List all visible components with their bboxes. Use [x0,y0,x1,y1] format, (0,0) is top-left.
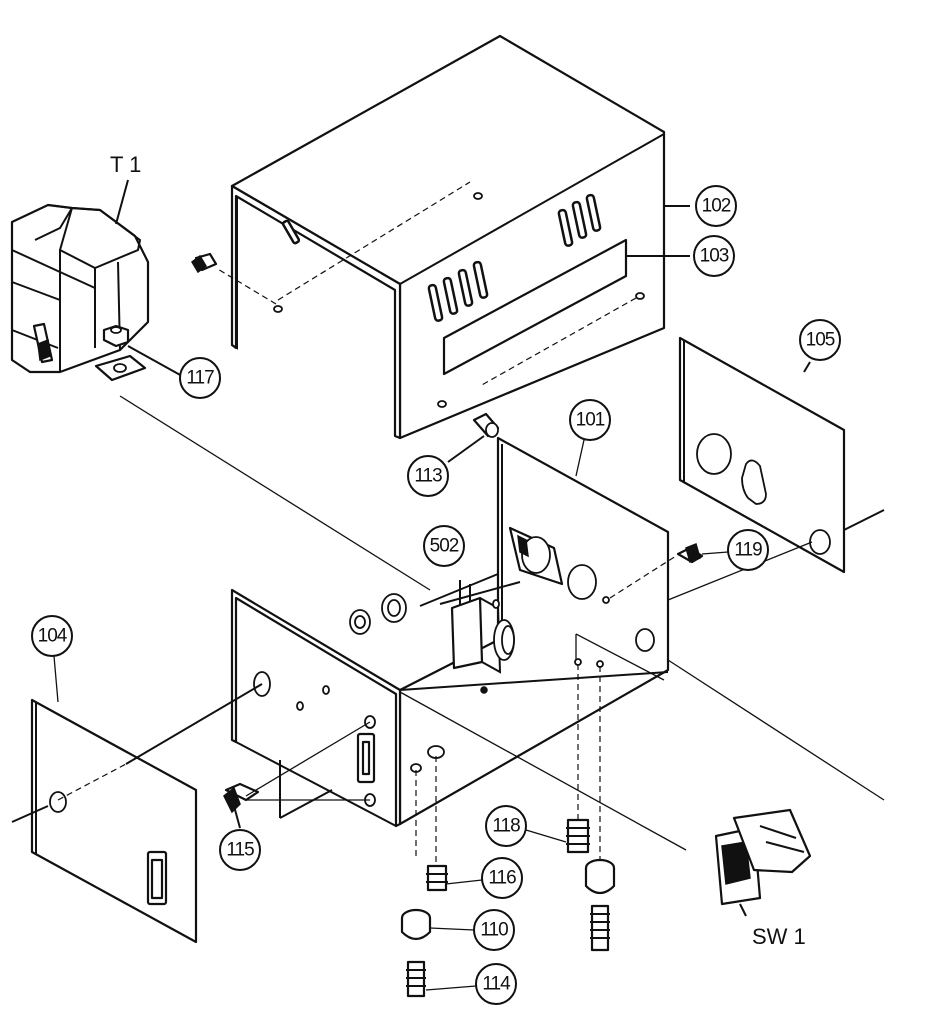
svg-text:118: 118 [492,816,520,837]
svg-text:101: 101 [576,410,605,431]
svg-text:113: 113 [414,466,442,487]
callout-103: 103 [693,235,735,277]
svg-text:103: 103 [700,246,729,267]
foot-left [400,756,448,998]
callout-115: 115 [219,829,261,871]
callout-104: 104 [31,615,73,703]
svg-text:110: 110 [480,920,508,941]
callout-502: 502 [423,525,465,567]
rocker-switch-sw1 [714,808,812,917]
screw-115 [223,721,371,829]
leader-switch [399,691,687,851]
callout-102: 102 [695,185,737,227]
svg-text:114: 114 [482,974,511,995]
leader-chassis-right [667,659,885,801]
switch-502 [450,580,515,694]
callout-118: 118 [485,805,567,847]
grommets [349,593,407,635]
chassis-101 [230,436,670,828]
label-switch-sw1: SW 1 [752,924,806,949]
callout-116: 116 [445,857,523,899]
callout-119: 119 [701,529,769,571]
svg-text:115: 115 [226,840,254,861]
leader-t1 [115,179,129,225]
callout-117: 117 [179,357,221,399]
svg-text:502: 502 [430,536,459,557]
leader-transformer [119,395,431,591]
callout-105: 105 [799,319,841,361]
svg-text:104: 104 [38,626,68,647]
callout-110: 110 [429,909,515,951]
screw-113 [447,412,500,463]
vent-slots [281,193,602,322]
top-cover-102 [215,34,690,440]
svg-text:105: 105 [806,330,835,351]
label-transformer-t1: T 1 [110,152,141,177]
leader-rear [667,541,813,601]
screw-cover-left [191,252,218,274]
svg-text:116: 116 [488,868,516,889]
foot-right [566,664,616,952]
callout-113: 113 [407,455,449,497]
screw-119 [609,542,704,599]
rear-panel-105 [678,336,885,574]
callout-101: 101 [569,399,611,477]
svg-text:119: 119 [734,540,762,561]
transformer-t1 [10,203,183,382]
svg-text:117: 117 [186,368,214,389]
svg-text:102: 102 [702,196,731,217]
chassis-front-plate [253,671,376,819]
callout-114: 114 [425,963,517,1005]
front-panel-104 [11,683,263,944]
